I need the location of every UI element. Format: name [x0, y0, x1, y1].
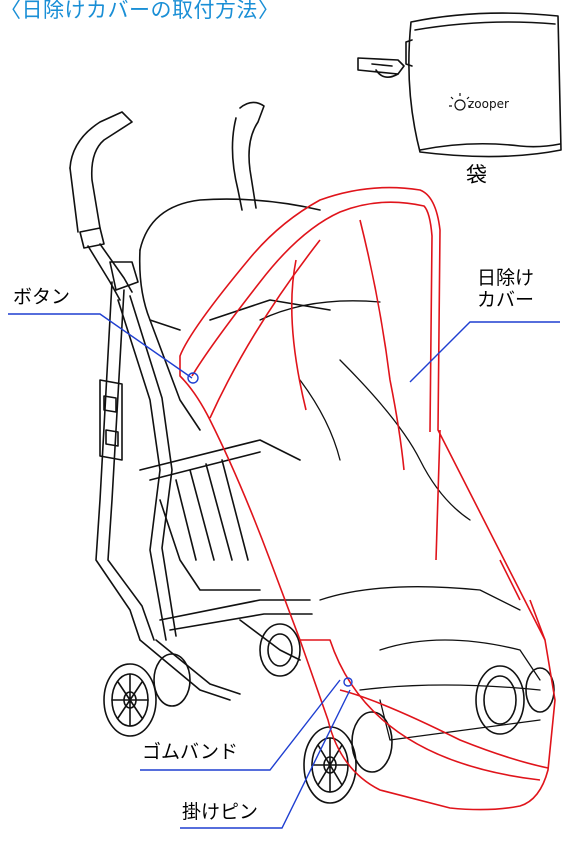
- button-marker: [187, 372, 199, 384]
- stroller-frame: [87, 243, 313, 701]
- sun-face-icon: [449, 93, 471, 111]
- storage-bag: [357, 12, 562, 158]
- sunshade-cover-label-line2: カバー: [477, 288, 535, 311]
- pin-marker: [343, 677, 353, 687]
- leader-line-sunshade: [409, 321, 560, 383]
- leader-line-button: [8, 313, 193, 379]
- stroller-handles: [69, 101, 265, 249]
- leader-line-hook-pin: [180, 689, 351, 829]
- rubber-band-label: ゴムバンド: [142, 741, 238, 763]
- stroller-wheels: [103, 623, 555, 804]
- stroller-seat: [138, 198, 331, 431]
- hook-pin-label: 掛けピン: [182, 801, 259, 823]
- leader-lines: [8, 313, 560, 829]
- bag-label: 袋: [466, 163, 487, 187]
- seat-under-cover: [259, 300, 541, 741]
- sunshade-cover-outline: [179, 186, 556, 811]
- leader-line-rubber-band: [140, 679, 341, 771]
- page-title: 〈日除けカバーの取付方法〉: [0, 0, 280, 22]
- bag-brand-label: zooper: [468, 97, 509, 111]
- sunshade-cover-label: 日除け カバー: [477, 267, 535, 312]
- sunshade-cover-label-line1: 日除け: [477, 267, 535, 289]
- button-label: ボタン: [13, 286, 71, 308]
